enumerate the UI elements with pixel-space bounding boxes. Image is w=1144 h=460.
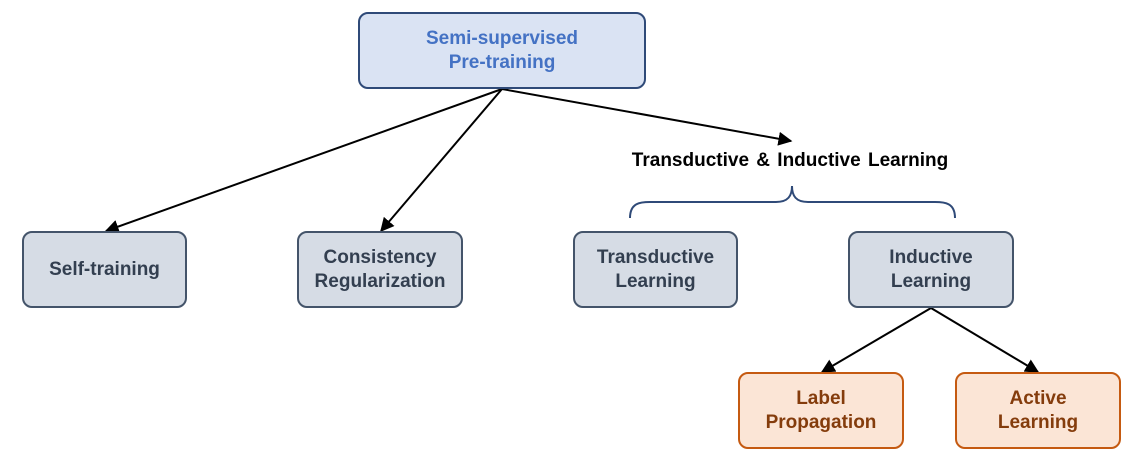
node-label-line: Learning (615, 270, 696, 292)
arrow-inductive-to-active-learning (930, 307, 1040, 373)
arrow-inductive-to-label-propagation (820, 307, 932, 373)
node-label-propagation: Label Propagation (738, 372, 904, 449)
node-self-training: Self-training (22, 231, 187, 308)
node-label-line: Label (796, 387, 846, 409)
node-label-line: Learning (997, 411, 1079, 433)
node-semi-supervised-pre-training: Semi-supervised Pre-training (358, 12, 646, 89)
node-label-line: Pre-training (448, 51, 556, 73)
node-inductive-learning: Inductive Learning (848, 231, 1014, 308)
node-transductive-learning: Transductive Learning (573, 231, 738, 308)
node-label-line: Active (1009, 387, 1067, 409)
node-label-line: Transductive (596, 246, 715, 268)
group-brace (629, 185, 956, 219)
node-active-learning: Active Learning (955, 372, 1121, 449)
arrow-root-to-self-training (104, 88, 503, 234)
node-label-line: Learning (890, 270, 972, 292)
node-consistency-regularization: Consistency Regularization (297, 231, 463, 308)
node-label-line: Semi-supervised (425, 27, 579, 49)
node-label-line: Propagation (765, 411, 877, 433)
node-label-line: Regularization (314, 270, 446, 292)
arrow-root-to-group-heading (501, 88, 793, 146)
arrow-root-to-consistency (380, 88, 503, 233)
node-label-line: Inductive (889, 246, 973, 268)
node-label-line: Self-training (49, 258, 160, 280)
group-heading: Transductive & Inductive Learning (631, 150, 949, 171)
node-label-line: Consistency (323, 246, 437, 268)
